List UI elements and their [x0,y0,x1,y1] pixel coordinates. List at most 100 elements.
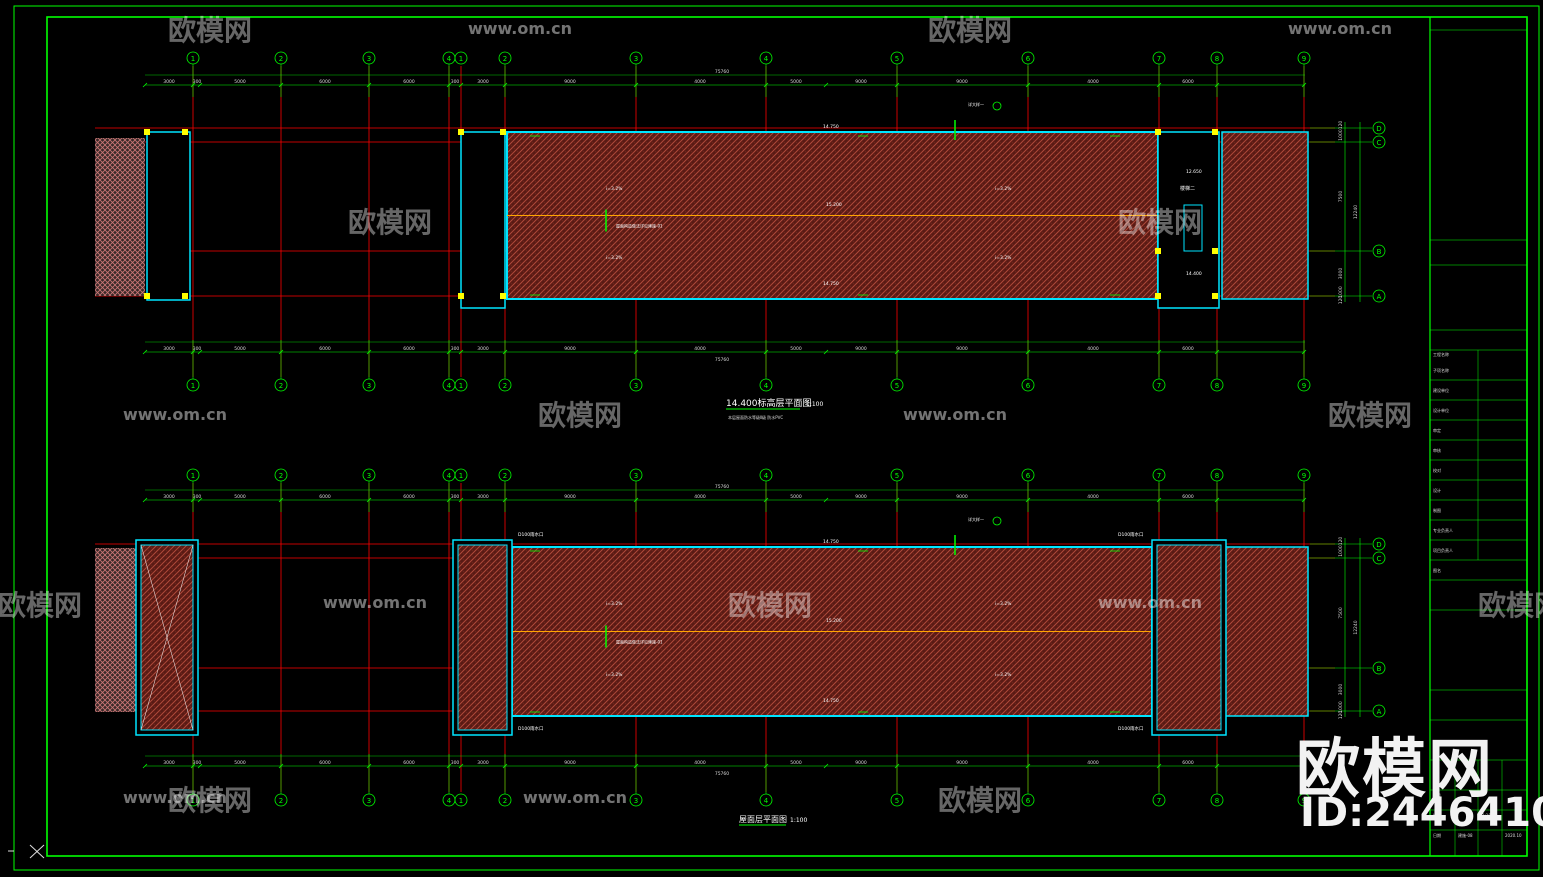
dimension-tick [142,497,148,503]
roof-note: 屋面构造做法详见建施-01 [616,223,663,229]
row-bubble [1372,289,1386,303]
axis-bubble-label: 4 [447,382,452,390]
level-label: 14.750 [823,698,839,704]
axis-bubble-label: 2 [503,797,507,805]
dimension-tick [1301,349,1307,355]
watermark-url: www.om.cn [1098,593,1202,612]
title-block-label: 项目负责人 [1433,547,1453,553]
axis-bubble-label: 9 [1302,472,1306,480]
dimension-text: 7500 [1338,607,1344,619]
structural-column [1212,129,1218,135]
plan-title-bottom-text: 屋面层平面图 [739,815,787,824]
axis-bubble-label: 2 [503,382,507,390]
row-bubble [1372,537,1386,551]
dimension-text: 5000 [234,760,246,766]
watermark-url: www.om.cn [468,19,572,38]
axis-bubble-label: 8 [1215,55,1219,63]
dimension-text: 1000 [1338,129,1344,141]
dimension-text: 3000 [477,346,489,352]
dimension-text: 9000 [564,79,576,85]
row-bubble [1372,704,1386,718]
level-label: 14.750 [823,539,839,545]
row-bubble [1372,135,1386,149]
axis-bubble-label: 1 [191,797,195,805]
detail-ref-label: 详大样一 [968,101,984,107]
title-block-drawing-no: 建施-08 [1458,832,1473,838]
skylight-roof [457,544,508,731]
dimension-text: 300 [451,346,460,352]
axis-bubble-label: 9 [1302,55,1306,63]
dimension-text: 9000 [956,346,968,352]
dimension-tick [458,497,464,503]
axis-bubble [1021,793,1035,807]
axis-bubble-label: 1 [191,55,195,63]
title-block-label: 比例 [1433,812,1441,818]
axis-bubble-label: 5 [895,472,899,480]
axis-bubble-label: 4 [447,472,452,480]
dimension-text: 3000 [1338,268,1344,280]
title-block-label: 设计单位 [1433,407,1449,413]
axis-bubble [759,51,773,65]
axis-bubble-label: 2 [279,382,283,390]
dimension-tick [278,82,284,88]
level-label: 15.200 [826,202,842,208]
structural-column [144,129,150,135]
dimension-tick [1214,349,1220,355]
structural-column [500,129,506,135]
roof-area-right-wing [1221,131,1309,300]
dimension-tick [190,82,196,88]
detail-ref-bubble [992,516,1002,526]
dimension-tick [823,497,829,503]
axis-bubble [890,378,904,392]
plan-title-bottom: 屋面层平面图 1:100 [739,815,807,826]
dimension-text: 3000 [477,494,489,500]
axis-bubble-label: 2 [279,55,283,63]
dimension-tick [446,349,452,355]
dimension-text: 6000 [319,79,331,85]
dimension-tick [1156,349,1162,355]
watermark-url: www.om.cn [123,405,227,424]
dimension-tick [190,349,196,355]
dimension-tick [1156,82,1162,88]
watermark-logo: 欧模网 [538,399,622,432]
dimension-text: 3000 [477,79,489,85]
axis-bubble-label: 2 [279,472,283,480]
dimension-text: 5000 [790,494,802,500]
detail-ref-label: 详大样一 [968,516,984,522]
dimension-tick [763,349,769,355]
dimension-tick [446,497,452,503]
watermark-logo-large: 欧模网 [1296,733,1494,807]
axis-bubble [454,468,468,482]
dimension-text: 6000 [319,760,331,766]
title-block-date: 2020.10 [1505,833,1522,838]
dimension-text: 6000 [1182,79,1194,85]
structural-column [1212,248,1218,254]
watermark-logo: 欧模网 [728,589,812,622]
dimension-tick [763,497,769,503]
plan-title-top: 14.400标高层平面图 1:100 本层屋面防水等级Ⅱ级 防水PVC [726,397,823,420]
axis-bubble-label: 7 [1157,797,1161,805]
axis-bubble [1210,468,1224,482]
title-block: 工程名称子项名称建设单位设计单位审定审核校对设计制图专业负责人项目负责人图名图号… [1429,17,1527,857]
axis-bubble [759,378,773,392]
axis-bubble [454,378,468,392]
dimension-tick [190,763,196,769]
axis-bubble [759,793,773,807]
dimension-tick [366,349,372,355]
dimension-text: 300 [451,79,460,85]
row-bubble [1372,661,1386,675]
dimension-text: 7500 [1338,191,1344,203]
axis-bubble-label: 2 [279,797,283,805]
level-label: 15.200 [826,618,842,624]
structural-column [1155,129,1161,135]
watermark-url: www.om.cn [123,788,227,807]
axis-bubble-label: 6 [1026,382,1031,390]
dimension-tick [366,497,372,503]
watermark-logo: 欧模网 [168,784,252,817]
axis-bubble [629,51,643,65]
dimension-text: 3000 [1338,684,1344,696]
plan-scale-bottom: 1:100 [790,817,807,824]
dimension-text: 4000 [1087,760,1099,766]
dimension-tick [278,763,284,769]
axis-bubble [498,378,512,392]
